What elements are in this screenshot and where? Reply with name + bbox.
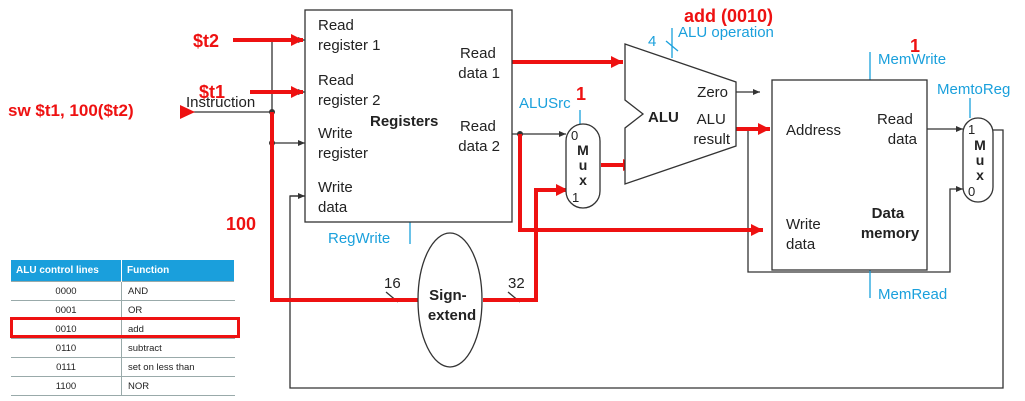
read-data-1-label: Read data 1 [458, 45, 500, 82]
memwrite-annotation: 1 [910, 36, 920, 56]
memwrite-label: MemWrite [878, 51, 946, 68]
sign-extend-output-width: 32 [508, 275, 525, 292]
write-data-label: Write data [318, 179, 357, 216]
table-row: 1100 NOR [11, 376, 235, 396]
table-highlight-box [10, 317, 240, 338]
mux2-letter-u: u [976, 152, 985, 168]
sign-extend-unit[interactable] [417, 232, 483, 368]
table-row: 0000 AND [11, 281, 235, 301]
table-row: 0001 OR [11, 300, 235, 320]
alu-label: ALU [648, 109, 679, 126]
write-register-label: Write register [318, 125, 368, 162]
alu-control-table: ALU control lines Function 0000 AND 0001… [11, 260, 235, 396]
table-cell-code: 0000 [11, 281, 122, 301]
table-row: 0010 add [11, 319, 235, 339]
mux1-input-0: 0 [571, 128, 578, 143]
table-cell-code: 1100 [11, 376, 122, 396]
registers-block[interactable] [304, 9, 513, 223]
memory-read-data-label: Read data [877, 111, 918, 148]
mux2-letter-m: M [974, 137, 986, 153]
alusrc-mux[interactable] [565, 123, 601, 209]
table-cell-function: subtract [121, 338, 235, 358]
memory-address-label: Address [786, 122, 841, 139]
read-register-2-label: Read register 2 [318, 72, 381, 109]
regwrite-label: RegWrite [328, 230, 390, 247]
data-memory-title: Data memory [861, 205, 920, 242]
alu-shape[interactable] [624, 43, 737, 185]
mux2-input-0: 0 [968, 184, 975, 199]
black-wires [183, 37, 1004, 389]
table-header-function: Function [121, 260, 235, 282]
alu-result-label: ALU result [693, 111, 731, 148]
table-cell-code: 0001 [11, 300, 122, 320]
instruction-arrow-icon [180, 105, 195, 119]
sign-extend-label: Sign- extend [428, 287, 476, 324]
alu-zero-label: Zero [697, 84, 728, 101]
table-cell-function: AND [121, 281, 235, 301]
alu-operation-width: 4 [648, 33, 656, 50]
table-cell-function: OR [121, 300, 235, 320]
memory-write-data-label: Write data [786, 216, 825, 253]
table-cell-function: add [121, 319, 235, 339]
control-wires [409, 28, 971, 298]
memtoreg-mux[interactable] [962, 117, 994, 203]
memtoreg-label: MemtoReg [937, 81, 1010, 98]
t1-annotation: $t1 [199, 82, 225, 102]
alu-op-annotation: add (0010) [684, 6, 773, 26]
table-cell-function: NOR [121, 376, 235, 396]
table-row: 0111 set on less than [11, 357, 235, 377]
memread-label: MemRead [878, 286, 947, 303]
mux1-input-1: 1 [572, 190, 579, 205]
table-header-control-lines: ALU control lines [11, 260, 122, 282]
alusrc-label: ALUSrc [519, 95, 571, 112]
t2-annotation: $t2 [193, 31, 219, 51]
alu-operation-label: ALU operation [678, 24, 774, 41]
table-cell-code: 0010 [11, 319, 122, 339]
table-cell-code: 0110 [11, 338, 122, 358]
table-row: 0110 subtract [11, 338, 235, 358]
immediate-annotation: 100 [226, 214, 256, 234]
mux2-letter-x: x [976, 167, 984, 183]
mux1-letter-m: M [577, 142, 589, 158]
sign-extend-input-width: 16 [384, 275, 401, 292]
read-data-2-label: Read data 2 [458, 118, 500, 155]
instruction-annotation: sw $t1, 100($t2) [8, 101, 134, 120]
registers-title: Registers [370, 113, 438, 130]
mux1-letter-x: x [579, 172, 587, 188]
data-memory-block[interactable] [771, 79, 928, 271]
table-cell-function: set on less than [121, 357, 235, 377]
mux1-letter-u: u [579, 157, 588, 173]
alusrc-annotation: 1 [576, 84, 586, 104]
instruction-label: Instruction [186, 94, 255, 111]
table-cell-code: 0111 [11, 357, 122, 377]
read-register-1-label: Read register 1 [318, 17, 381, 54]
mux2-input-1: 1 [968, 122, 975, 137]
